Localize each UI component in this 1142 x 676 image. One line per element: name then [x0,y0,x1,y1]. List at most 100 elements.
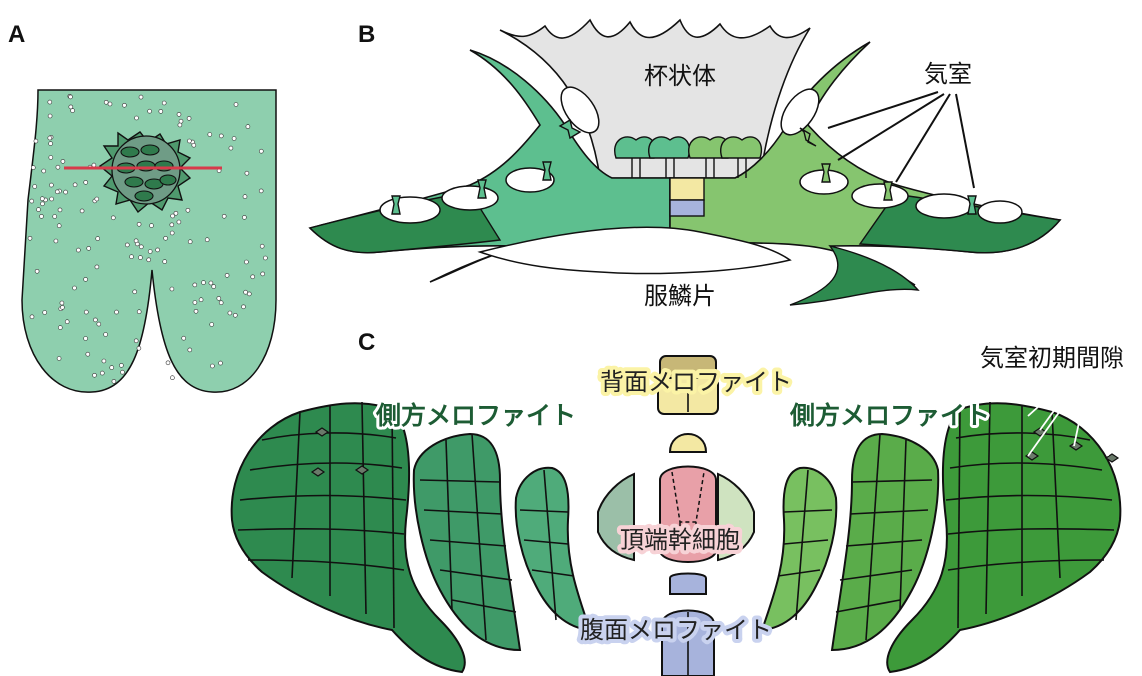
pore-dot [111,216,115,220]
pore-dot [148,250,152,254]
pore-dot [87,246,91,250]
pore-dot [49,142,53,146]
pore-dot [104,100,108,104]
pore-dot [73,183,77,187]
pore-dot [182,336,186,340]
pore-dot [199,298,203,302]
pore-dot [60,301,64,305]
pore-dot [148,109,152,113]
pore-dot [133,290,137,294]
pore-dot [48,100,52,104]
pore-dot [208,133,212,137]
pore-dot [170,287,174,291]
pore-dot [57,224,61,228]
pore-dot [171,214,175,218]
pore-dot [137,222,141,226]
pore-dot [187,116,191,120]
pore-dot [41,202,45,206]
pore-dot [219,301,223,305]
apical-stem-cell-label: 頂端幹細胞 [620,526,740,554]
pore-dot [121,370,125,374]
panel-label-c: C [358,329,375,356]
pore-dot [30,315,34,319]
pore-dot [110,366,114,370]
pore-dot [86,352,90,356]
pore-dot [166,361,170,365]
cross-section: 杯状体 気室 服鱗片 [310,20,1060,310]
thallus-body [22,90,276,392]
pore-dot [150,224,154,228]
pore-dot [233,313,237,317]
pore-dot [186,208,190,212]
pore-dot [119,363,123,367]
ventral-scale-right [790,246,918,305]
pore-dot [65,320,69,324]
pore-dot [43,311,47,315]
pore-dot [102,359,106,363]
pore-dot [228,311,232,315]
pore-dot [53,215,57,219]
pore-dot [134,239,138,243]
lateral-merophyte-right-label: 側方メロファイト [789,401,990,430]
thallus-overview [22,90,276,392]
pore-dot [260,244,264,248]
lateral-merophyte-left-label: 側方メロファイト [375,401,576,430]
pore-dot [49,156,53,160]
air-chamber-label: 気室 [924,60,972,88]
gemma-cup-label: 杯状体 [644,62,716,90]
pore-dot [64,190,68,194]
pore-dot [188,240,192,244]
pore-dot [247,292,251,296]
pore-dot [193,283,197,287]
pore-dot [35,269,39,273]
pore-dot [69,105,73,109]
pore-dot [139,245,143,249]
merophyte-model: 側方メロファイト 側方メロファイト 背面メロファイト 頂端幹細胞 腹面メロファイ… [232,344,1124,676]
pore-dot [202,281,206,285]
pore-dot [55,190,59,194]
pore-dot [205,238,209,242]
pore-dot [177,112,181,116]
initial-gap-label: 気室初期間隙 [980,344,1124,372]
pore-dot [210,323,214,327]
pore-dot [84,337,88,341]
pore-dot [48,136,52,140]
pore-dot [56,165,60,169]
pore-dot [178,123,182,127]
pore-dot [28,236,32,240]
pore-dot [97,322,101,326]
pore-dot [42,169,46,173]
pore-dot [242,305,246,309]
pore-dot [194,309,198,313]
pore-dot [174,211,178,215]
pore-dot [188,348,192,352]
pore-dot [135,116,139,120]
pore-dot [219,134,223,138]
pore-dot [137,310,141,314]
pore-dot [243,195,247,199]
pore-dot [137,346,141,350]
dorsal-cell-small [670,434,706,452]
pore-dot [210,364,214,368]
pore-dot [139,95,143,99]
pore-dot [125,243,129,247]
pore-dot [138,256,142,260]
pore-dot [222,214,226,218]
pore-dot [115,310,119,314]
pore-dot [187,139,191,143]
ventral-merophyte-label: 腹面メロファイト [580,616,772,644]
dorsal-merophyte-label: 背面メロファイト [600,368,792,396]
pore-dot [259,149,263,153]
pore-dot [242,215,246,219]
pore-dot [84,277,88,281]
pore-dot [259,189,263,193]
pore-dot [95,197,99,201]
pore-dot [104,333,108,337]
pore-dot [177,220,181,224]
ventral-cell-top [670,574,706,595]
pore-dot [170,223,174,227]
pore-dot [84,310,88,314]
pore-dot [130,255,134,259]
pore-dot [234,103,238,107]
